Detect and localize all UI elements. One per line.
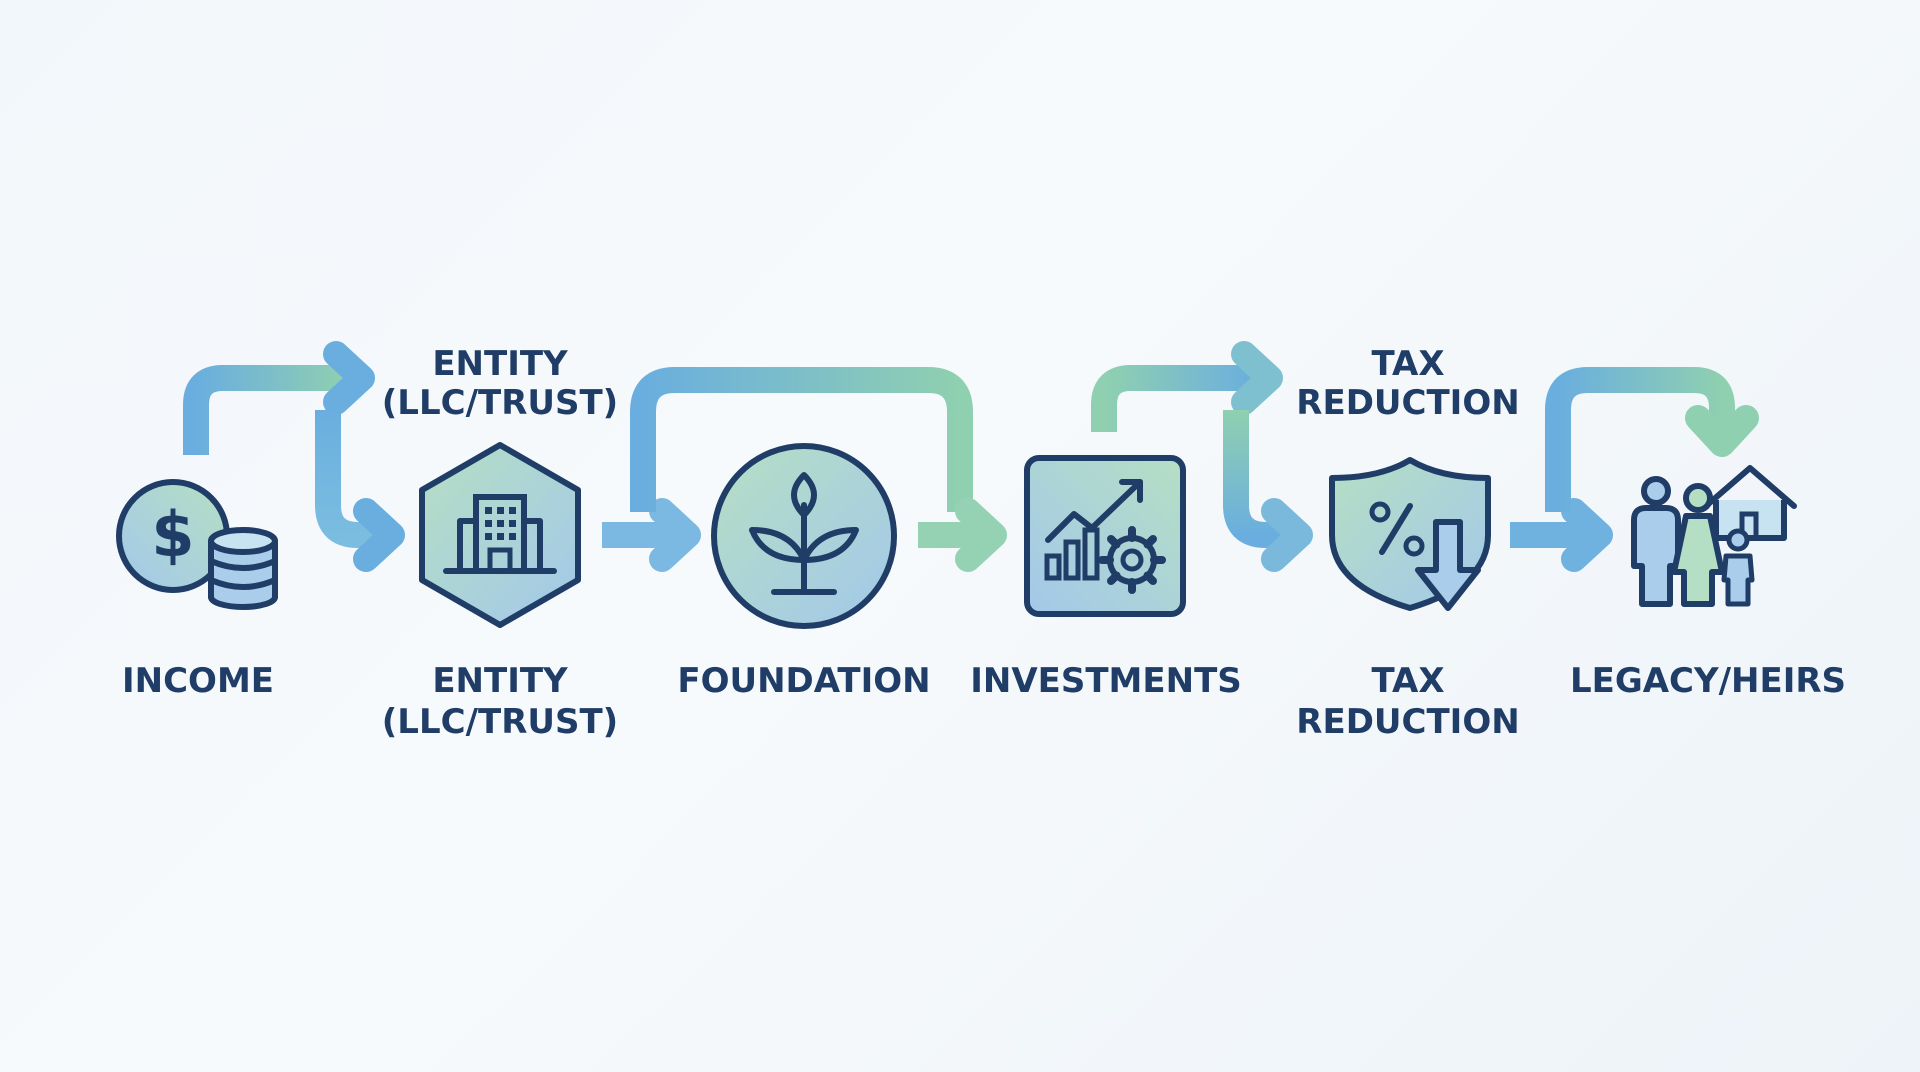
shield-percent-down-icon — [1329, 457, 1491, 611]
arrow-arc-over-foundation — [630, 367, 973, 512]
top-label-tax-line2: REDUCTION — [1296, 383, 1519, 423]
step-label-investments: INVESTMENTS — [970, 661, 1242, 701]
sprout-circle-icon — [711, 443, 897, 629]
arrow-entity-to-foundation — [602, 498, 701, 572]
top-label-entity-line2: (LLC/TRUST) — [382, 383, 618, 423]
step-label-income: INCOME — [122, 661, 274, 701]
svg-text:$: $ — [151, 498, 194, 571]
growth-chart-gear-icon — [1024, 455, 1186, 617]
building-hexagon-icon — [419, 442, 581, 628]
arrow-income-to-entity — [183, 341, 405, 572]
family-house-icon — [1631, 465, 1797, 607]
dollar-coins-icon: $ — [116, 479, 278, 610]
step-label-entity-line2: (LLC/TRUST) — [382, 702, 618, 742]
arrow-tax-to-legacy — [1510, 498, 1613, 572]
step-label-tax-line2: REDUCTION — [1296, 702, 1519, 742]
step-labels: INCOME ENTITY (LLC/TRUST) FOUNDATION INV… — [122, 661, 1846, 742]
arrow-investments-to-tax — [1091, 341, 1313, 572]
top-labels: ENTITY (LLC/TRUST) TAX REDUCTION — [382, 344, 1520, 423]
top-label-tax-line1: TAX — [1371, 344, 1444, 384]
arrow-arc-to-legacy — [1545, 367, 1759, 512]
connector-arrows — [183, 341, 1759, 572]
step-label-foundation: FOUNDATION — [677, 661, 930, 701]
top-label-entity-line1: ENTITY — [432, 344, 568, 384]
step-label-entity-line1: ENTITY — [432, 661, 568, 701]
arrow-foundation-to-investments — [918, 498, 1007, 572]
step-label-tax-line1: TAX — [1371, 661, 1444, 701]
step-label-legacy: LEGACY/HEIRS — [1570, 661, 1846, 701]
